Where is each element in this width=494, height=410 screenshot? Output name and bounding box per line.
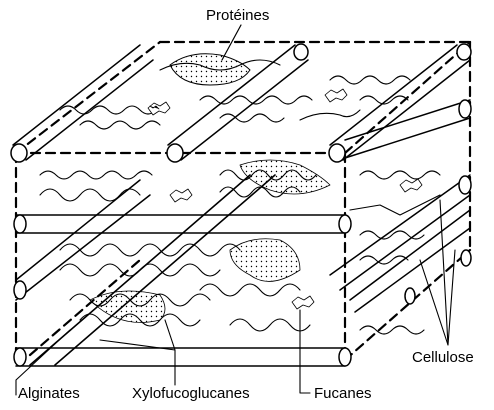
protein-region-top — [170, 25, 250, 85]
cellulose-fibril-left-lower — [14, 180, 150, 300]
label-cellulose: Cellulose — [412, 350, 474, 365]
matrix-side — [350, 171, 440, 334]
label-proteines: Protéines — [206, 8, 269, 23]
cellulose-fibrils-side — [330, 100, 471, 312]
alginate-sheet — [30, 175, 275, 365]
label-alginates: Alginates — [18, 386, 80, 401]
label-fucanes: Fucanes — [314, 386, 372, 401]
dotted-regions-front — [90, 160, 330, 323]
label-xylofucoglucanes: Xylofucoglucanes — [132, 386, 250, 401]
